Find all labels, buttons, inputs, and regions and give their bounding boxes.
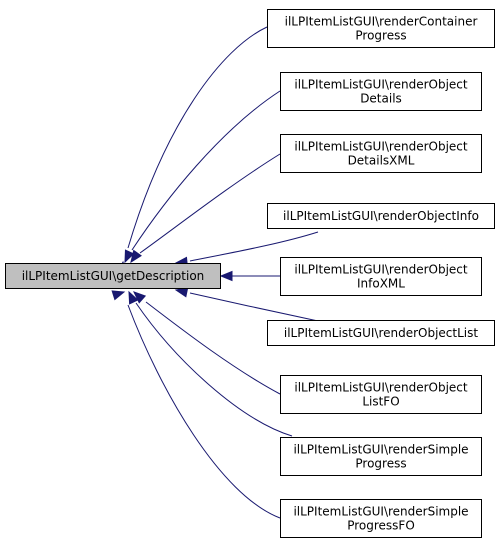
edge-arrowhead-8 [128, 290, 139, 305]
caller-node-box [280, 134, 482, 173]
edge-arrowhead-6 [174, 287, 189, 298]
caller-node-label-line: ilLPItemListGUI\renderObject [294, 140, 468, 154]
edge-7 [145, 301, 281, 395]
caller-node-label-line: ilLPItemListGUI\renderObjectList [284, 326, 478, 340]
caller-node-6[interactable]: ilLPItemListGUI\renderObjectList [267, 320, 495, 346]
edge-2 [131, 90, 281, 251]
edge-4 [189, 231, 319, 262]
edge-3 [139, 153, 281, 254]
caller-node-label-line: DetailsXML [348, 154, 415, 168]
caller-node-label-line: ilLPItemListGUI\renderObjectInfo [283, 209, 479, 223]
caller-node-box [267, 320, 495, 346]
edge-6 [189, 292, 319, 322]
caller-node-box [280, 72, 482, 111]
edge-8 [135, 302, 293, 437]
caller-node-label-line: Progress [355, 29, 406, 43]
caller-node-box [280, 499, 482, 538]
edge-arrowhead-9 [111, 290, 126, 301]
edge-arrowhead-2 [124, 249, 135, 264]
caller-node-label-line: ilLPItemListGUI\renderContainer [285, 15, 478, 29]
caller-node-4[interactable]: ilLPItemListGUI\renderObjectInfo [267, 203, 495, 229]
caller-node-box [280, 375, 482, 414]
nodes: ilLPItemListGUI\getDescription ilLPItemL… [5, 9, 495, 538]
main-node[interactable]: ilLPItemListGUI\getDescription [5, 263, 221, 289]
caller-node-label-line: ilLPItemListGUI\renderObject [294, 263, 468, 277]
caller-node-box [267, 9, 495, 48]
caller-node-label-line: ilLPItemListGUI\renderObject [294, 78, 468, 92]
main-node-box [5, 263, 221, 289]
edge-arrowhead-3 [130, 249, 142, 264]
caller-node-label-line: ilLPItemListGUI\renderObject [294, 381, 468, 395]
caller-node-box [280, 257, 482, 296]
edge-arrowhead-7 [133, 291, 147, 304]
caller-node-label-line: InfoXML [357, 277, 405, 291]
caller-node-label-line: ilLPItemListGUI\renderSimple [293, 505, 468, 519]
edge-1 [127, 26, 268, 249]
caller-node-label-line: Progress [355, 457, 406, 471]
caller-node-label-line: Details [360, 92, 402, 106]
caller-node-label-line: ilLPItemListGUI\renderSimple [293, 443, 468, 457]
edge-9 [127, 304, 281, 519]
edge-arrowhead-5 [219, 270, 233, 282]
caller-node-label-line: ProgressFO [347, 519, 415, 533]
caller-node-box [267, 203, 495, 229]
caller-node-box [280, 437, 482, 476]
main-node-label: ilLPItemListGUI\getDescription [22, 269, 205, 283]
caller-node-label-line: ListFO [362, 395, 399, 409]
